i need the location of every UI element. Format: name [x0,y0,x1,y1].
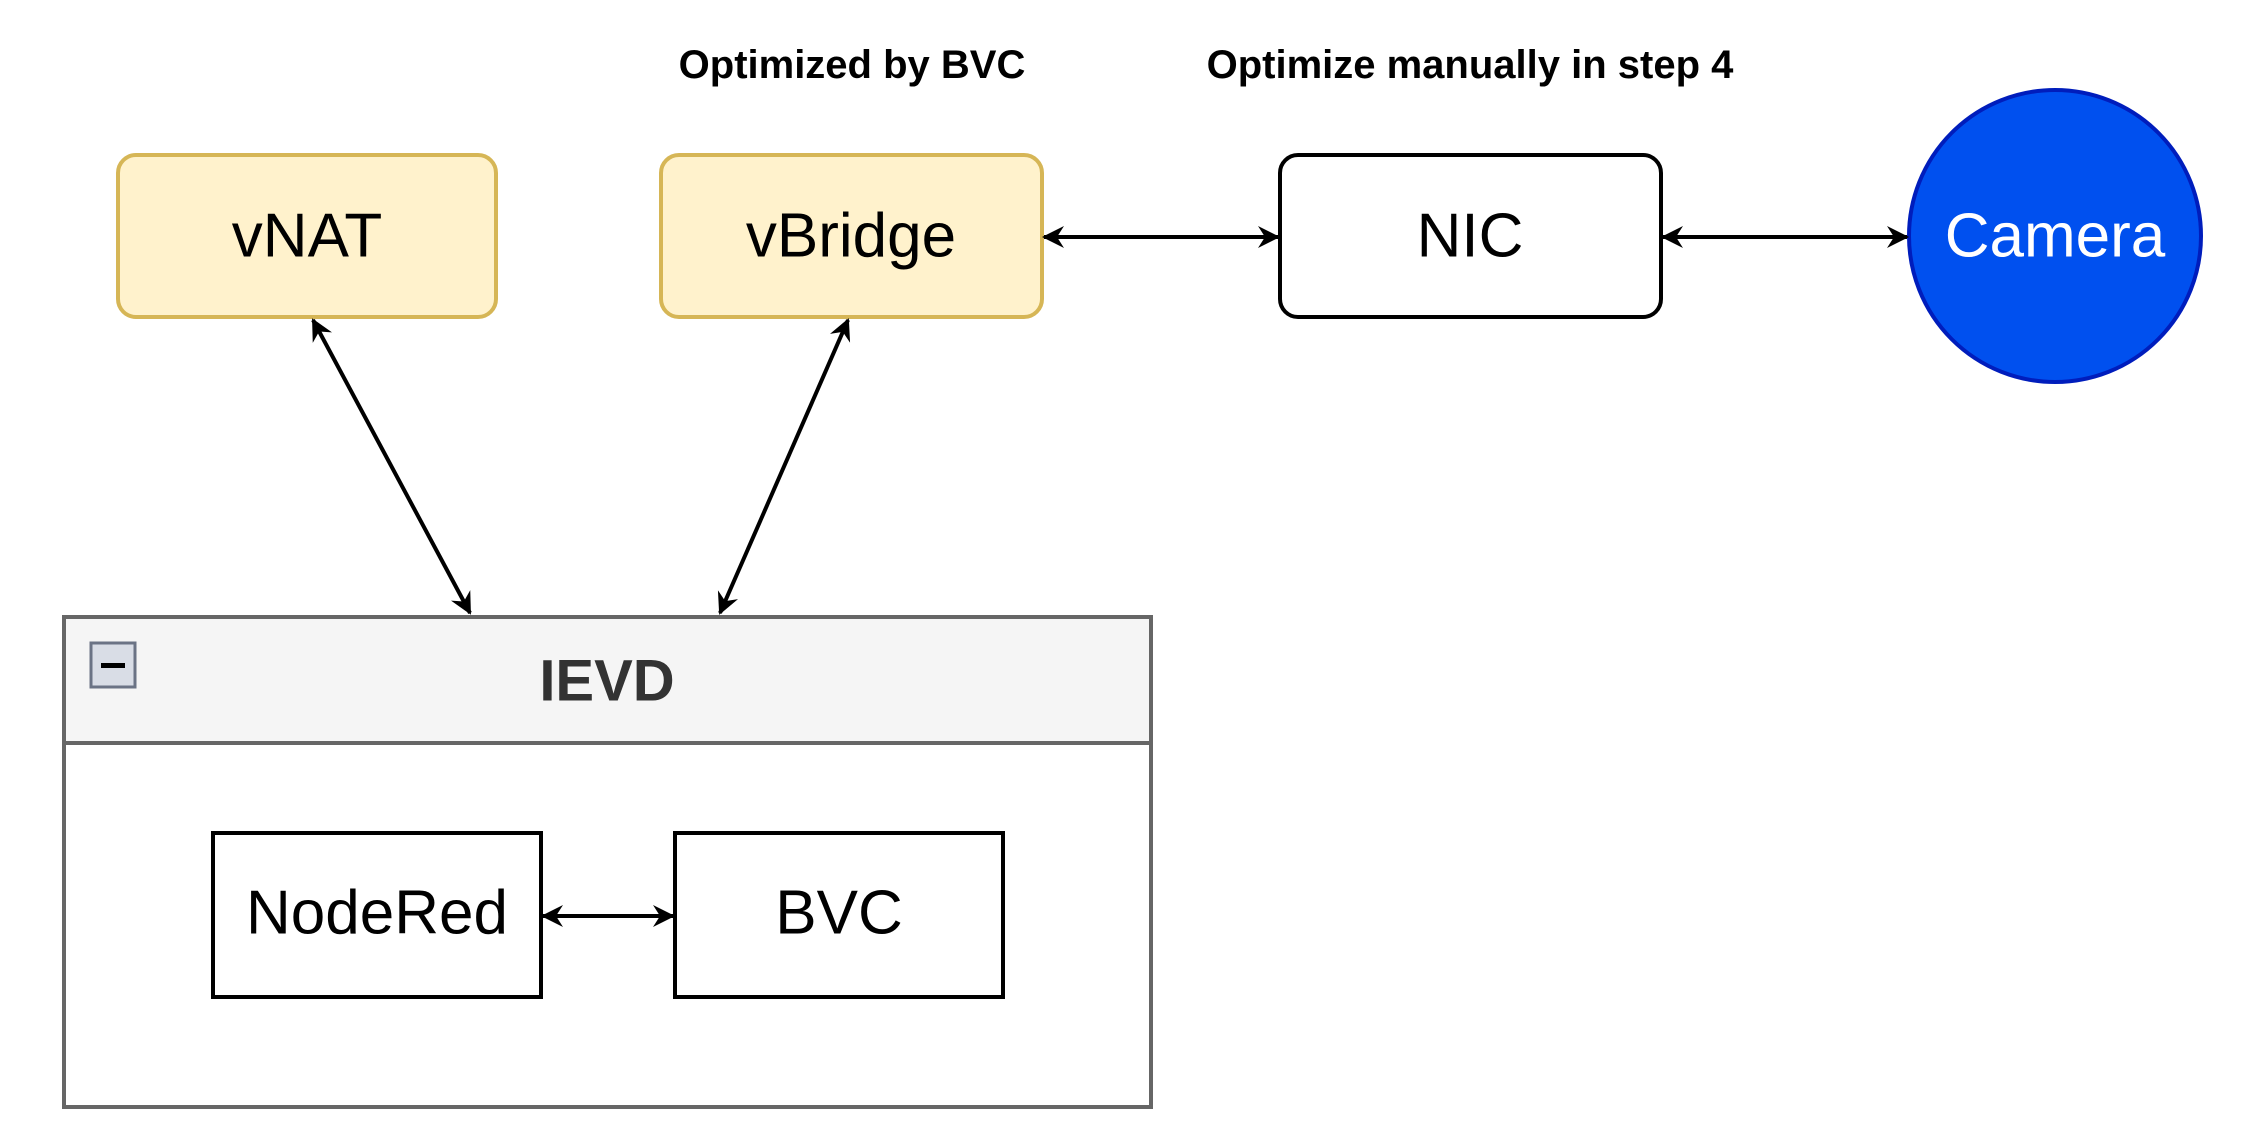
bvc-label: BVC [775,879,902,948]
nodered-label: NodeRed [246,879,508,948]
annotation-optimized-by-bvc: Optimized by BVC [679,43,1026,87]
ievd-container-header[interactable] [62,615,1153,745]
bvc-node[interactable]: BVC [673,831,1005,999]
camera-label: Camera [1945,202,2166,271]
vbridge-node[interactable]: vBridge [659,153,1044,319]
connector-vnat-ievd [311,318,472,615]
nic-node[interactable]: NIC [1278,153,1663,319]
connector-vbridge-ievd [717,318,851,615]
nic-label: NIC [1417,202,1524,271]
collapse-minus-icon[interactable] [89,641,137,689]
ievd-title: IEVD [539,649,674,714]
vbridge-label: vBridge [746,202,956,271]
camera-node[interactable]: Camera [1907,88,2203,384]
nodered-node[interactable]: NodeRed [211,831,543,999]
vnat-label: vNAT [232,202,382,271]
vnat-node[interactable]: vNAT [116,153,498,319]
annotation-optimize-manually: Optimize manually in step 4 [1207,43,1735,87]
